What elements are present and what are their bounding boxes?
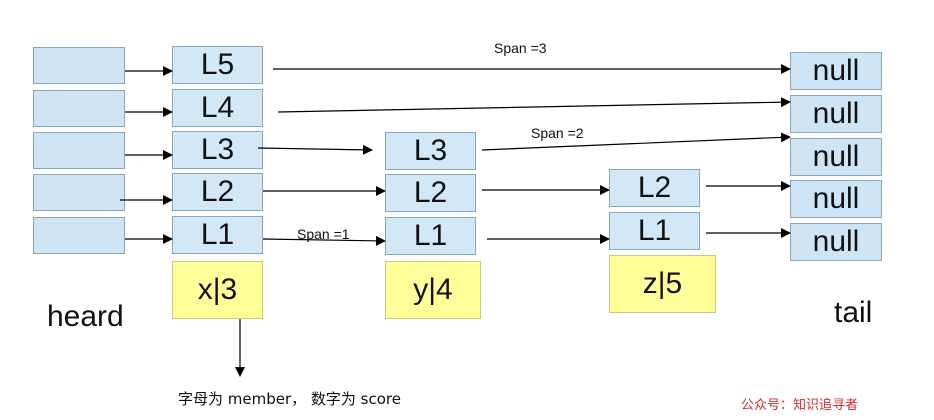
tail-null-level-4: null	[790, 95, 882, 133]
header-level-1-box	[33, 217, 125, 254]
node-x-level-5: L5	[172, 46, 263, 84]
node-y-score-label: y|4	[413, 273, 453, 306]
header-level-5-box	[33, 47, 125, 84]
tail-null-level-5-label: null	[812, 54, 860, 87]
header-label: heard	[47, 300, 124, 333]
node-y-level-3: L3	[385, 132, 476, 170]
node-y-level-3-label: L3	[413, 134, 448, 167]
node-x-level-2: L2	[172, 173, 263, 211]
watermark: 公众号：知识追寻者	[741, 398, 859, 413]
tail-null-level-2: null	[790, 180, 882, 218]
header-level-2-box	[33, 174, 125, 211]
node-z-level-1: L1	[609, 212, 700, 250]
arrow-x-l4-to-null	[277, 97, 791, 113]
node-x-level-1: L1	[172, 216, 263, 254]
header-level-4-box	[33, 90, 125, 127]
node-z-score-box: z|5	[609, 255, 716, 313]
node-y-level-1: L1	[385, 217, 476, 255]
tail-null-level-1-label: null	[812, 225, 860, 258]
header-level-3-box	[33, 132, 125, 169]
node-y-score-box: y|4	[385, 261, 481, 319]
tail-null-level-3: null	[790, 138, 882, 176]
node-x-score-label: x|3	[197, 273, 238, 306]
span-1-label: Span =1	[297, 226, 350, 242]
node-z-level-2-label: L2	[637, 171, 672, 204]
tail-null-level-2-label: null	[812, 182, 860, 215]
node-z-level-2: L2	[609, 169, 700, 207]
arrow-x-l1-to-y	[262, 235, 386, 246]
tail-null-level-4-label: null	[812, 97, 860, 130]
tail-null-level-3-label: null	[812, 140, 860, 173]
span-3-label: Span =3	[494, 40, 547, 56]
node-z-level-1-label: L1	[637, 214, 672, 247]
span-2-label: Span =2	[531, 125, 584, 141]
node-x-level-5-label: L5	[200, 48, 235, 81]
tail-null-level-5: null	[790, 52, 882, 90]
node-x-level-4-label: L4	[200, 91, 235, 124]
node-z-score-label: z|5	[642, 267, 683, 300]
node-x-level-2-label: L2	[200, 175, 235, 208]
node-x-level-1-label: L1	[200, 218, 235, 251]
tail-label: tail	[834, 296, 873, 329]
node-x-score-box: x|3	[172, 261, 263, 319]
node-x-level-4: L4	[172, 89, 263, 127]
arrow-x-l3-to-y	[257, 144, 373, 155]
node-x-level-3: L3	[172, 131, 263, 169]
tail-null-level-1: null	[790, 223, 882, 261]
node-y-level-1-label: L1	[413, 219, 448, 252]
node-x-level-3-label: L3	[200, 133, 235, 166]
node-y-level-2: L2	[385, 174, 476, 212]
arrow-y-l3-to-null	[481, 132, 791, 151]
legend-note: 字母为 member， 数字为 score	[178, 390, 401, 408]
node-y-level-2-label: L2	[413, 176, 448, 209]
